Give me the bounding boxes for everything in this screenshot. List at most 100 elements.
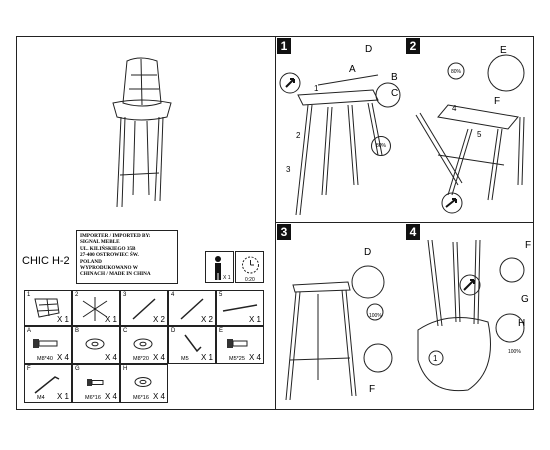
part-qty: X 4 [152, 392, 165, 401]
footrest-bar-icon [222, 304, 258, 312]
part-label: C [123, 328, 128, 334]
part-spec: M8*40 [37, 356, 53, 362]
part-cell: 4 X 2 [168, 290, 216, 326]
bolt-icon [227, 339, 248, 348]
torque-percent: 100% [508, 349, 521, 355]
leg-icon [180, 298, 204, 320]
vertical-divider [275, 36, 276, 410]
part-label: 3 [123, 292, 127, 298]
part-label: 5 [219, 292, 223, 298]
callout-label: B [391, 72, 398, 83]
clock-icon [242, 256, 259, 274]
time-value: 0:20 [245, 277, 255, 283]
part-qty: X 1 [104, 315, 117, 324]
importer-box: IMPORTER / IMPORTED BY: SIGNAL MEBLE UL.… [76, 230, 178, 284]
callout-label: A [349, 64, 356, 75]
callout-label: H [518, 318, 526, 329]
callout-label: G [521, 294, 529, 305]
importer-line: UL. KILIŃSKIEGO 35B [80, 245, 136, 252]
part-label: G [75, 366, 80, 372]
torque-percent: 100% [369, 313, 382, 319]
part-label: D [171, 328, 176, 334]
step-2-illustration [415, 54, 525, 214]
part-label: E [219, 328, 224, 334]
callout-label: 1 [314, 84, 319, 93]
importer-line: 27-400 OSTROWIEC ŚW. [80, 252, 139, 259]
part-qty: X 4 [104, 353, 117, 362]
step-number: 2 [406, 38, 420, 54]
washer-icon [85, 338, 105, 350]
importer-line: SIGNAL MEBLE [80, 239, 120, 246]
part-label: B [75, 328, 80, 334]
part-qty: X 4 [152, 353, 165, 362]
part-qty: X 1 [56, 392, 69, 401]
importer-line: POLAND [80, 258, 102, 265]
seat-part-icon [34, 298, 60, 318]
callout-label: F [525, 240, 532, 251]
part-qty: X 1 [248, 315, 261, 324]
part-spec: M6*16 [133, 395, 149, 401]
part-qty: X 4 [248, 353, 261, 362]
part-cell: E M5*25 X 4 [216, 326, 264, 364]
part-cell: C M8*20 X 4 [120, 326, 168, 364]
bolt-icon [33, 339, 58, 348]
part-cell: 5 X 1 [216, 290, 264, 326]
part-label: 2 [75, 292, 79, 298]
screw-icon [87, 379, 104, 386]
part-spec: M4 [37, 395, 45, 401]
callout-label: 5 [477, 130, 482, 139]
part-qty: X 4 [104, 392, 117, 401]
washer-icon [134, 377, 152, 387]
part-qty: X 4 [56, 353, 69, 362]
importer-line: IMPORTER / IMPORTED BY: [80, 233, 151, 239]
people-required: X 1 [205, 251, 234, 283]
callout-label: D [364, 247, 372, 258]
callout-label: F [494, 96, 501, 107]
part-cell: H M6*16 X 4 [120, 364, 168, 403]
washer-icon [133, 338, 153, 350]
part-cell: D M5 X 1 [168, 326, 216, 364]
step-4-illustration [417, 239, 525, 392]
base-frame-icon [82, 297, 108, 321]
part-cell: 1 X 1 [24, 290, 72, 326]
callout-label: C [391, 88, 399, 99]
part-spec: M8*20 [133, 356, 149, 362]
leg-icon [132, 298, 156, 320]
part-qty: X 1 [56, 315, 69, 324]
callout-label: 1 [433, 354, 438, 363]
callout-label: D [365, 44, 373, 55]
part-cell: 3 X 2 [120, 290, 168, 326]
bar-stool-illustration [112, 57, 172, 208]
callout-label: 4 [452, 104, 457, 113]
part-label: 1 [27, 292, 31, 298]
part-spec: M5 [181, 356, 189, 362]
part-qty: X 2 [200, 315, 213, 324]
importer-line: CHINACH / MADE IN CHINA [80, 271, 151, 278]
allen-key-icon [184, 334, 202, 353]
part-spec: M5*25 [229, 356, 245, 362]
part-cell: B X 4 [72, 326, 120, 364]
part-cell: F M4 X 1 [24, 364, 72, 403]
part-cell: G M6*16 X 4 [72, 364, 120, 403]
part-label: F [27, 366, 31, 372]
part-spec: M6*16 [85, 395, 101, 401]
step-3-illustration [285, 265, 393, 401]
part-label: A [27, 328, 32, 334]
people-count: X 1 [223, 275, 231, 281]
step-number: 1 [277, 38, 291, 54]
part-qty: X 1 [200, 353, 213, 362]
horizontal-divider [275, 222, 534, 223]
assembly-time: 0:20 [235, 251, 264, 283]
step-number: 3 [277, 224, 291, 240]
person-icon [215, 256, 221, 280]
part-label: 4 [171, 292, 175, 298]
part-qty: X 2 [152, 315, 165, 324]
parts-list: 1 X 1 2 X 1 3 X 2 4 X 2 5 X 1 A M8*40 X … [24, 290, 264, 403]
model-name: CHIC H-2 [22, 255, 70, 267]
importer-line: WYPRODUKOWANO W [80, 265, 138, 272]
step-1-illustration [279, 72, 401, 216]
part-label: H [123, 366, 128, 372]
part-cell: A M8*40 X 4 [24, 326, 72, 364]
allen-key-icon [34, 376, 60, 394]
torque-percent: 80% [451, 69, 462, 75]
